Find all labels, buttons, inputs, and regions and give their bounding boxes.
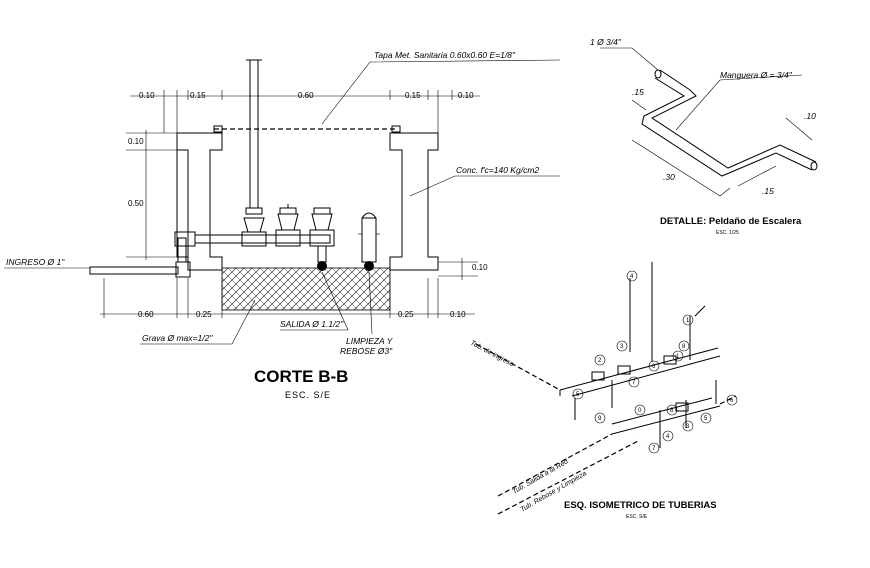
callout-3a: 3 bbox=[620, 344, 624, 350]
callout-9: 9 bbox=[598, 416, 602, 422]
section-title: CORTE B-B bbox=[254, 367, 348, 386]
iso-title: ESQ. ISOMETRICO DE TUBERIAS bbox=[564, 500, 717, 511]
right-wall bbox=[389, 132, 439, 271]
callout-4b: 4 bbox=[666, 434, 670, 440]
detail-scale: ESC. 1/25 bbox=[716, 230, 739, 236]
dim-bottom-4: 0.10 bbox=[450, 310, 466, 319]
dims-top bbox=[130, 90, 480, 133]
dims-left bbox=[126, 130, 177, 260]
dims-bottom bbox=[100, 278, 475, 318]
pipe-label-ingreso: Tub. de ingreso bbox=[469, 340, 515, 369]
label-concreto: Conc. f'c=140 Kg/cm2 bbox=[456, 165, 539, 175]
detail-dim-2: .10 bbox=[804, 111, 816, 121]
iso-scale: ESC. S/E bbox=[626, 514, 648, 520]
dim-top-1: 0.10 bbox=[139, 91, 155, 100]
callout-bubbles bbox=[572, 270, 738, 454]
callout-5a: 5 bbox=[576, 392, 580, 398]
label-limpieza-1: LIMPIEZA Y bbox=[346, 336, 394, 346]
callout-6b: 6 bbox=[730, 398, 734, 404]
inlet-riser bbox=[177, 237, 187, 263]
callout-0: 0 bbox=[638, 408, 642, 414]
detail-dim-1: .15 bbox=[632, 87, 644, 97]
label-limpieza-2: REBOSE Ø3" bbox=[340, 346, 393, 356]
gravel-bed bbox=[221, 267, 391, 311]
detail-dim-4: .15 bbox=[762, 186, 774, 196]
overflow-drain bbox=[364, 261, 374, 271]
isometric-piping: 4 1 2 3 5 7 8 6 9 0 1 8 7 4 3 5 6 Tub. d… bbox=[469, 262, 738, 520]
cover-frame-right bbox=[391, 125, 401, 133]
leaders bbox=[4, 59, 561, 345]
callout-1a: 1 bbox=[676, 354, 680, 360]
outlet-drop bbox=[317, 245, 327, 263]
callout-5b: 5 bbox=[704, 416, 708, 422]
callout-8b: 8 bbox=[670, 408, 674, 414]
dim-bottom-1: 0.60 bbox=[138, 310, 154, 319]
overflow-pipe bbox=[361, 217, 377, 263]
callout-8a: 8 bbox=[682, 344, 686, 350]
label-ingreso: INGRESO Ø 1" bbox=[6, 257, 65, 267]
section-scale: ESC. S/E bbox=[285, 390, 331, 400]
riser-elbow bbox=[174, 231, 196, 247]
valve-1 bbox=[241, 207, 267, 247]
dim-bottom-3: 0.25 bbox=[398, 310, 414, 319]
dim-top-4: 0.15 bbox=[405, 91, 421, 100]
callout-7a: 7 bbox=[632, 380, 636, 386]
dim-top-2: 0.15 bbox=[190, 91, 206, 100]
outlet-drain bbox=[317, 261, 327, 271]
left-wall bbox=[176, 132, 223, 271]
dim-left-2: 0.50 bbox=[128, 199, 144, 208]
callout-2: 2 bbox=[598, 358, 602, 364]
distribution-pipe bbox=[194, 234, 331, 244]
callout-4a: 4 bbox=[630, 274, 634, 280]
detail-hose-label: Manguera Ø = 3/4" bbox=[720, 70, 793, 80]
dim-top-3: 0.60 bbox=[298, 91, 314, 100]
callout-3b: 3 bbox=[686, 424, 690, 430]
inlet-pipe bbox=[89, 266, 179, 275]
dim-top-5: 0.10 bbox=[458, 91, 474, 100]
dims-right bbox=[438, 258, 478, 280]
callout-7b: 7 bbox=[652, 446, 656, 452]
overflow-cap bbox=[361, 212, 377, 219]
callout-1b: 1 bbox=[686, 318, 690, 324]
callout-6a: 6 bbox=[652, 364, 656, 370]
label-tapa: Tapa Met. Sanitaria 0.60x0.60 E=1/8" bbox=[374, 50, 516, 60]
label-salida: SALIDA Ø 1.1/2" bbox=[280, 319, 344, 329]
detail-dim-3: .30 bbox=[663, 172, 675, 182]
valve-2 bbox=[275, 204, 301, 247]
dim-left-1: 0.10 bbox=[128, 137, 144, 146]
dim-bottom-2: 0.25 bbox=[196, 310, 212, 319]
detail-bar-label: 1 Ø 3/4" bbox=[590, 37, 622, 47]
label-grava: Grava Ø max=1/2" bbox=[142, 333, 213, 343]
detail-ladder-rung: 1 Ø 3/4" Manguera Ø = 3/4" .15 .10 .30 .… bbox=[590, 37, 818, 236]
detail-title: DETALLE: Peldaño de Escalera bbox=[660, 216, 802, 227]
cover-frame-left bbox=[213, 125, 223, 133]
dim-right: 0.10 bbox=[472, 263, 488, 272]
section-corte-bb: 0.10 0.15 0.60 0.15 0.10 0.10 0.50 0.10 bbox=[4, 50, 561, 400]
